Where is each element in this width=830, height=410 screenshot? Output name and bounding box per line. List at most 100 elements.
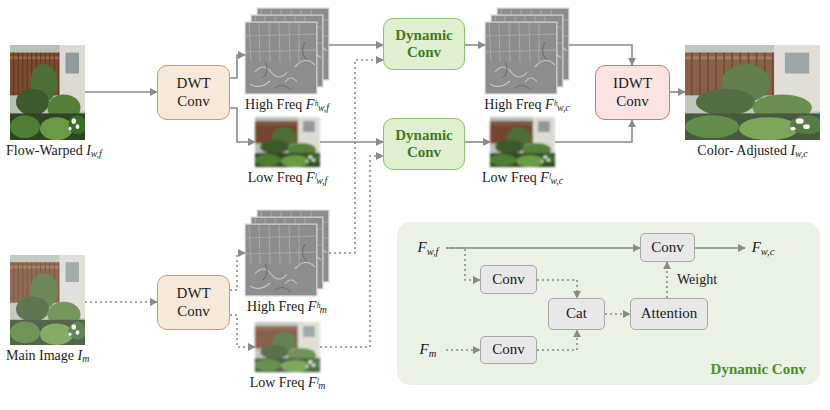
text-part: F (545, 97, 554, 112)
image-thumbnail: High Freq Fʰm (245, 210, 329, 296)
image-thumbnail: Flow-Warped Iw,f (10, 45, 85, 140)
connector-arrow (446, 247, 640, 249)
feature-symbol: Fw,f (410, 238, 446, 258)
connector-arrow (666, 262, 668, 298)
high-freq-stack (485, 8, 569, 94)
connector-arrow (85, 91, 157, 93)
text-part: Low Freq (248, 170, 306, 185)
image-caption: Flow-Warped Iw,f (6, 143, 102, 159)
image-thumbnail: Low Freq Fˡw,c (490, 117, 555, 167)
photo-main-image (10, 255, 87, 345)
box-label: Attention (641, 305, 698, 322)
connector-arrow (537, 330, 577, 350)
text-part: F (306, 97, 315, 112)
box-label: Dynamic Conv (395, 27, 453, 62)
image-thumbnail: Main Image Im (10, 255, 85, 345)
operation-box: Cat (548, 298, 605, 330)
feature-symbol: Fm (410, 340, 446, 360)
dynamic-conv-box: Dynamic Conv (383, 118, 465, 170)
high-freq-stack (245, 8, 329, 94)
text-part: ʰ (554, 98, 558, 112)
operation-box: Conv (640, 233, 695, 262)
text-part: I (790, 143, 795, 158)
connector-arrow (230, 253, 245, 290)
text-part: ʰ (314, 98, 318, 112)
image-thumbnail: Low Freq Fˡw,f (255, 117, 320, 167)
box-label: IDWT Conv (613, 75, 652, 110)
text-part: I (78, 348, 83, 363)
text-part: F (540, 170, 549, 185)
text-part: High Freq (245, 97, 306, 112)
text-part: F (306, 170, 315, 185)
connector-arrow (230, 315, 255, 347)
text-part: F (418, 239, 427, 255)
connector-arrow (465, 141, 490, 143)
box-label: Conv (492, 271, 525, 288)
operation-box: Conv (480, 336, 537, 364)
image-thumbnail: Color- Adjusted Iw,c (685, 45, 820, 140)
text-part: w,c (761, 246, 775, 257)
text-part: ˡ (317, 376, 319, 390)
feature-label: Fm (420, 341, 437, 358)
image-caption: High Freq Fʰw,c (484, 97, 569, 113)
text-part: m (320, 304, 327, 315)
text-part: High Freq (484, 97, 545, 112)
box-label: Cat (566, 305, 587, 322)
text-part: w,f (427, 246, 439, 257)
idwt-conv-box: IDWT Conv (595, 65, 670, 120)
text-part: Main Image (6, 348, 78, 363)
text-part: Flow-Warped (6, 143, 86, 158)
image-thumbnail: High Freq Fʰw,c (485, 8, 569, 94)
connector-arrow (329, 44, 383, 46)
text-part: Low Freq (250, 375, 308, 390)
text-part: ʰ (316, 300, 320, 314)
panel-fill (397, 222, 820, 385)
box-label: Dynamic Conv (395, 127, 453, 162)
text-part: Color- Adjusted (697, 143, 790, 158)
image-caption: Low Freq Fˡw,f (248, 170, 328, 186)
connector-arrow (569, 45, 632, 65)
connector-arrow (230, 108, 255, 142)
connector-arrow (320, 141, 383, 143)
image-caption: High Freq Fʰm (247, 299, 327, 315)
connector-arrow (555, 120, 632, 142)
text-part: Low Freq (482, 170, 540, 185)
image-caption: Low Freq Fˡw,c (482, 170, 563, 186)
dwt-conv-box: DWT Conv (157, 65, 230, 120)
text-part: w,f (91, 148, 102, 159)
connector-arrow (537, 280, 577, 298)
feature-label: Fw,f (418, 239, 439, 256)
connector-arrow (446, 248, 480, 280)
connector-arrow (670, 91, 685, 93)
text-part: F (308, 375, 317, 390)
text-part: F (752, 239, 761, 255)
text-part: w,c (557, 102, 570, 113)
image-caption: Main Image Im (6, 348, 89, 364)
text-part: F (420, 341, 429, 357)
box-label: Conv (492, 341, 525, 358)
box-label: Conv (651, 239, 684, 256)
panel-heading: Dynamic Conv (711, 361, 806, 378)
text-part: m (429, 348, 437, 359)
box-label: DWT Conv (177, 75, 211, 110)
text-part: w,f (318, 102, 329, 113)
text-part: High Freq (247, 299, 308, 314)
text-part: I (86, 143, 91, 158)
image-caption: Color- Adjusted Iw,c (697, 143, 807, 159)
feature-label: Fw,c (752, 239, 775, 256)
text-part: w,c (795, 148, 808, 159)
operation-box: Conv (480, 265, 537, 294)
connector-arrow (695, 247, 745, 249)
connector-arrow (230, 55, 245, 78)
connector-arrow (605, 313, 630, 315)
edge-label: Weight (675, 272, 719, 288)
high-freq-stack (245, 210, 329, 296)
box-label: DWT Conv (177, 285, 211, 320)
image-caption: High Freq Fʰw,f (245, 97, 329, 113)
text-part: ˡ (315, 171, 317, 185)
image-thumbnail: Low Freq Fˡm (255, 322, 320, 372)
text-part: w,c (551, 175, 564, 186)
text-part: m (82, 353, 89, 364)
